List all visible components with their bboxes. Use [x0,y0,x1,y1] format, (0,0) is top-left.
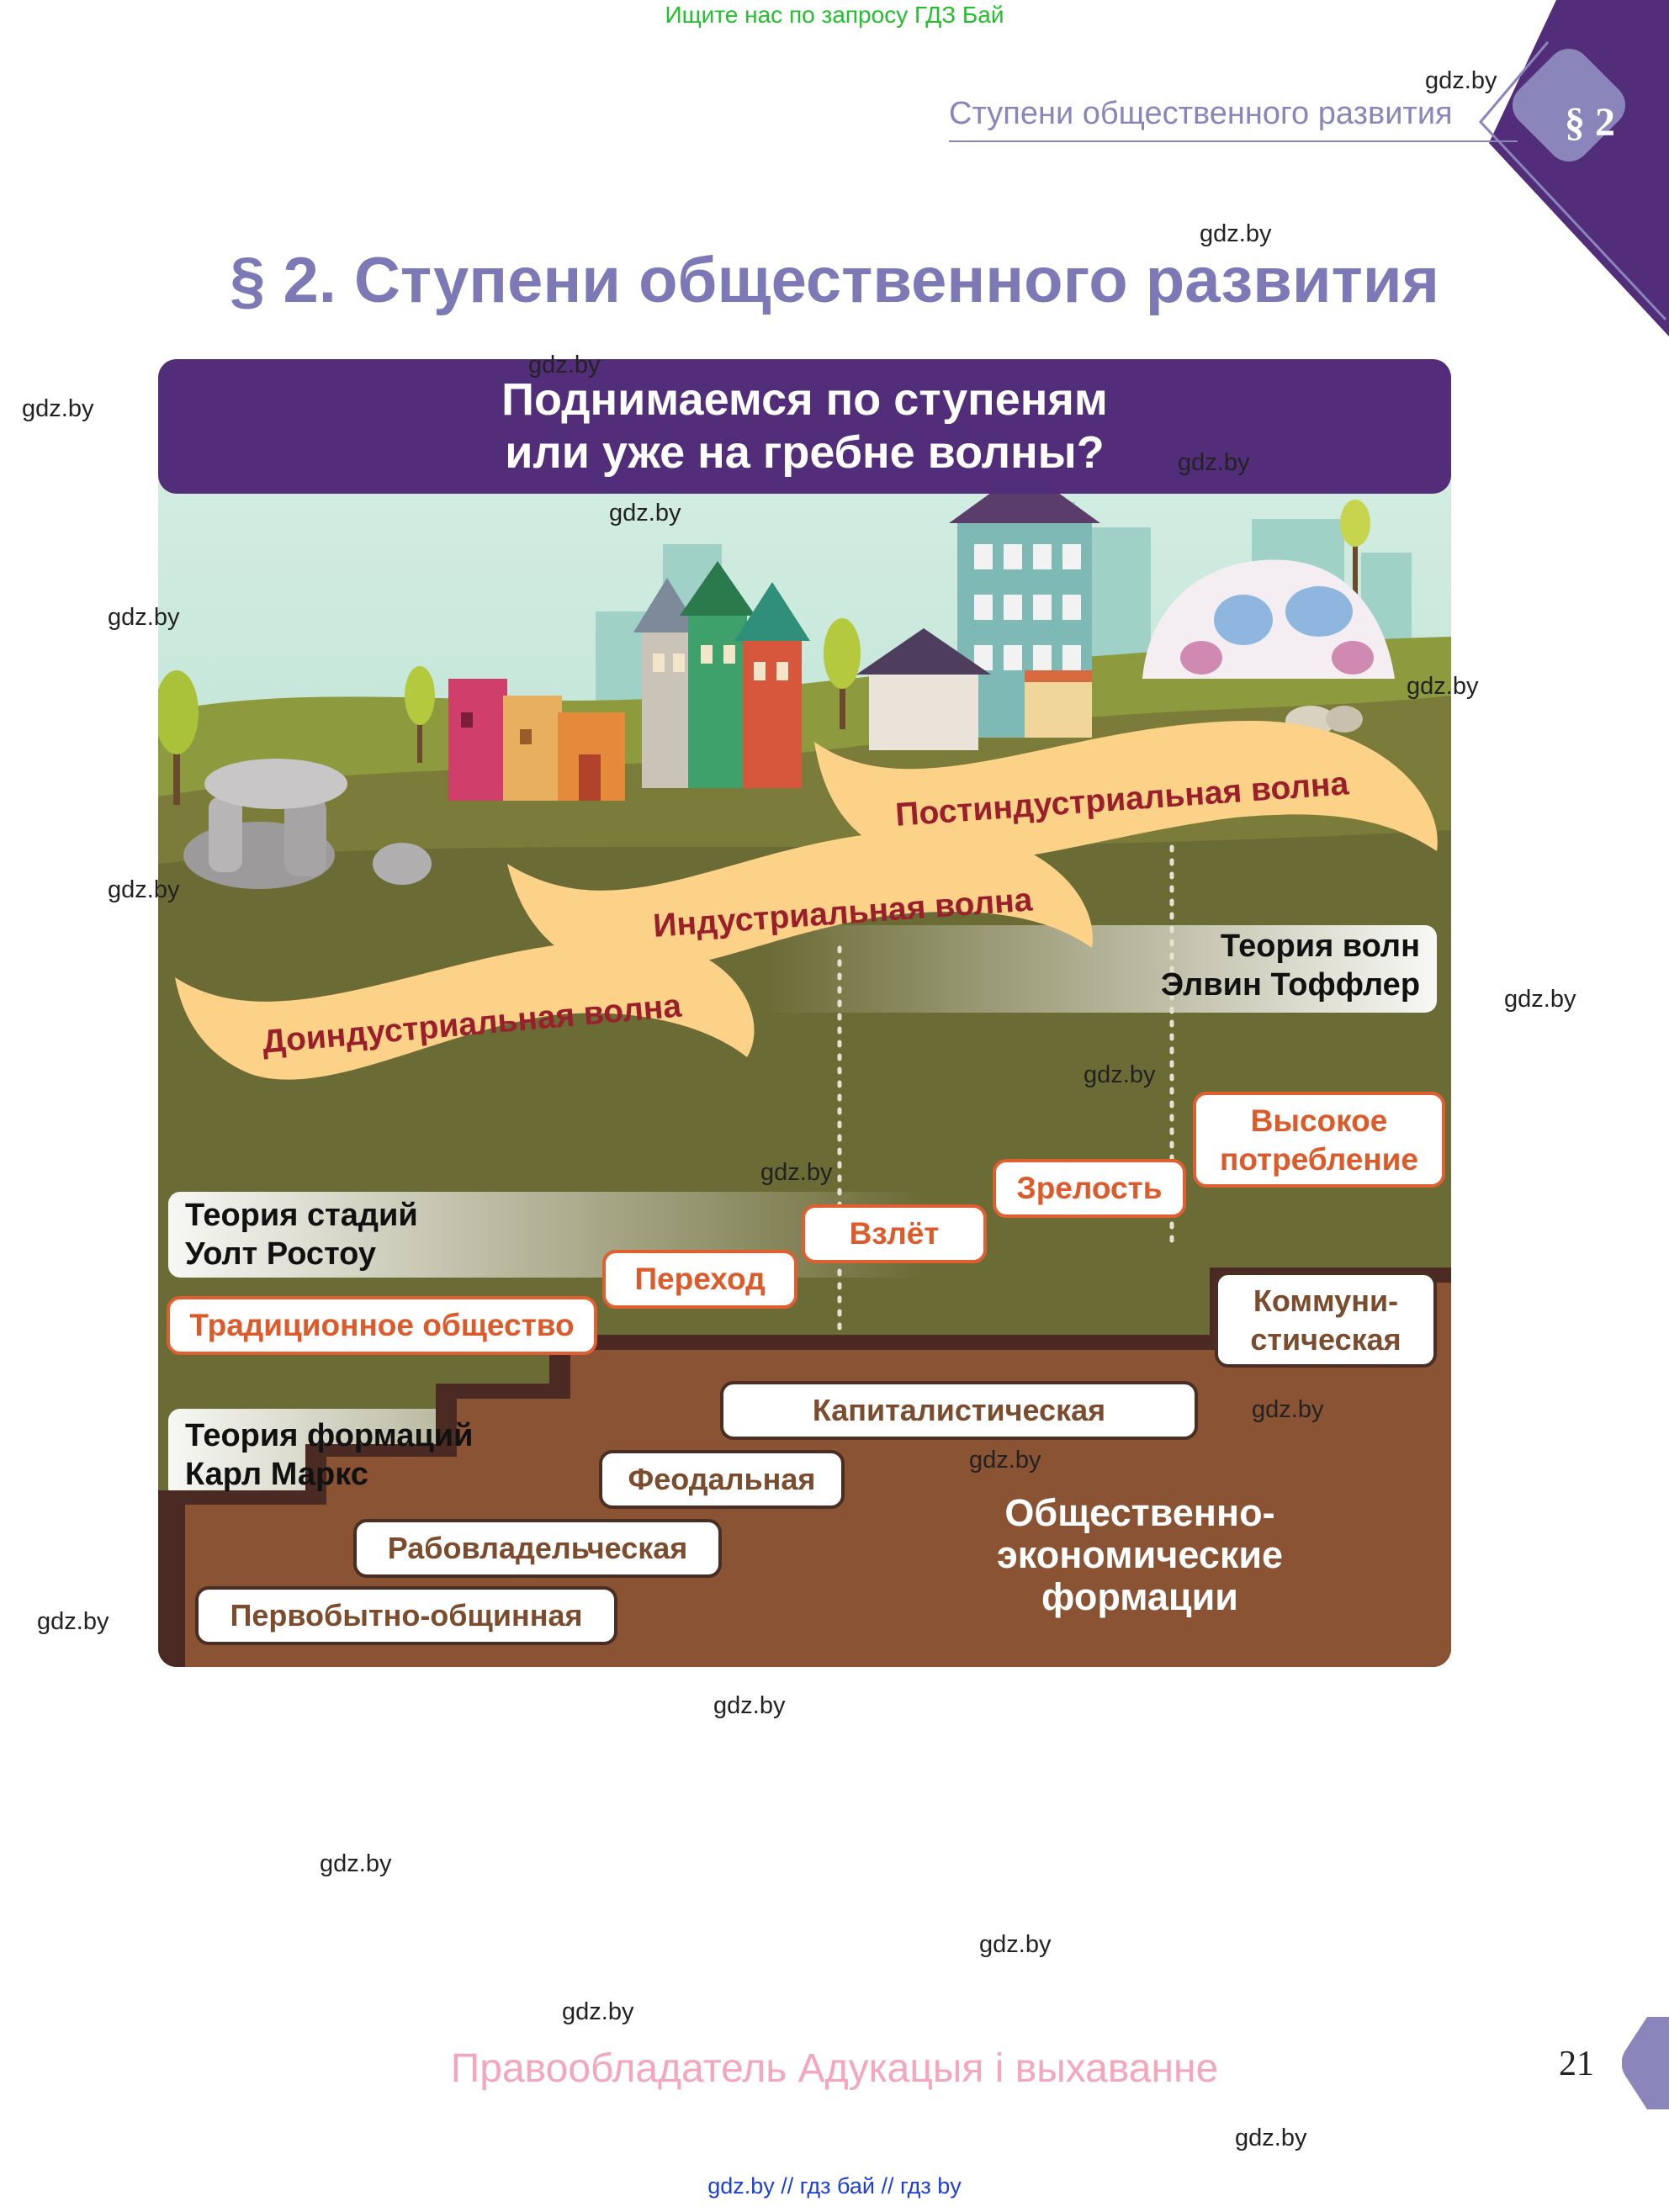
watermark: gdz.by [22,395,94,422]
section-badge-diamond [1512,48,1626,162]
corner-decoration [1478,0,1669,336]
formations-caption-line-1: Общественно- [1004,1491,1275,1534]
watermark: gdz.by [320,1850,392,1877]
watermark: gdz.by [1084,1061,1156,1088]
toffler-theory-label: Теория волн Элвин Тоффлер [1161,927,1420,1004]
formations-caption: Общественно- экономические формации [892,1492,1388,1618]
stage-transition: Переход [602,1250,797,1309]
watermark: gdz.by [1178,449,1250,476]
watermark: gdz.by [108,876,180,903]
watermark: gdz.by [713,1692,786,1719]
formation-communist-line-2: стическая [1250,1322,1401,1357]
formation-primitive: Первобытно-общинная [195,1586,617,1645]
watermark: gdz.by [979,1931,1052,1958]
formation-feudal: Феодальная [599,1450,845,1509]
watermark: gdz.by [108,604,180,631]
rights-holder-text: Правообладатель Адукацыя і выхаванне [450,2046,1219,2091]
stage-takeoff: Взлёт [802,1204,987,1263]
watermark: gdz.by [1504,986,1576,1013]
marx-line-2: Карл Маркс [185,1457,368,1492]
formations-caption-line-3: формации [1041,1575,1238,1618]
watermark: gdz.by [528,352,601,378]
banner-line-1: Поднимаемся по ступеням [501,374,1108,425]
watermark: gdz.by [1407,673,1479,700]
formation-slave: Рабовладельческая [353,1519,722,1578]
stage-traditional-society: Традиционное общество [167,1296,597,1355]
banner-line-2: или уже на гребне волны? [505,427,1105,478]
corner-line [1478,41,1667,321]
victorian-buildings [856,468,1100,750]
toffler-label-fade [764,925,1437,1013]
formations-caption-line-2: экономические [996,1533,1284,1576]
trees [158,500,1370,805]
marx-theory-label: Теория формаций Карл Маркс [185,1416,473,1494]
formation-communist-line-1: Коммуни- [1253,1283,1399,1318]
adobe-houses [448,679,625,801]
watermark: gdz.by [1425,67,1497,94]
futuristic-dome [1142,559,1395,679]
watermark: gdz.by [760,1159,833,1186]
rostow-line-1: Теория стадий [185,1198,418,1233]
wave-post-industrial [814,721,1438,863]
page-title: § 2. Ступени общественного развития [230,245,1439,316]
stage-high-consumption: Высокое потребление [1193,1092,1445,1188]
watermark: gdz.by [562,1998,634,2025]
stage-maturity: Зрелость [993,1159,1186,1218]
page-number: 21 [1559,2045,1594,2083]
watermark: gdz.by [37,1608,109,1635]
banner-text: Поднимаемся по ступеням или уже на гребн… [158,373,1451,479]
running-title: Ступени общественного развития [949,96,1453,131]
footer-links[interactable]: gdz.by // гдз бай // гдз by [707,2173,962,2199]
wave-pre-industrial [175,939,755,1080]
watermark: gdz.by [1235,2125,1307,2151]
infographic-banner [158,359,1451,494]
watermark: gdz.by [609,500,681,527]
toffler-line-2: Элвин Тоффлер [1161,967,1421,1003]
stage-high-consumption-line-1: Высокое [1250,1103,1388,1138]
wave-industrial [507,830,1093,971]
marx-line-1: Теория формаций [185,1418,474,1453]
watermark: gdz.by [969,1447,1041,1474]
watermark: gdz.by [1200,220,1272,247]
rostow-line-2: Уолт Ростоу [185,1236,377,1272]
toffler-line-1: Теория волн [1220,929,1421,964]
page-tab-shape [1622,2017,1669,2109]
stage-high-consumption-line-2: потребление [1219,1142,1419,1177]
formation-capitalist: Капиталистическая [720,1381,1198,1440]
search-hint-text: Ищите нас по запросу ГДЗ Бай [665,2,1004,28]
stone-dolmen [183,759,432,889]
running-title-underline [949,140,1518,142]
watermark: gdz.by [1252,1396,1324,1423]
formation-communist: Коммуни- стическая [1215,1272,1437,1368]
section-badge: § 2 [1565,100,1615,145]
rostow-theory-label: Теория стадий Уолт Ростоу [185,1196,418,1273]
townhouses [633,561,810,788]
